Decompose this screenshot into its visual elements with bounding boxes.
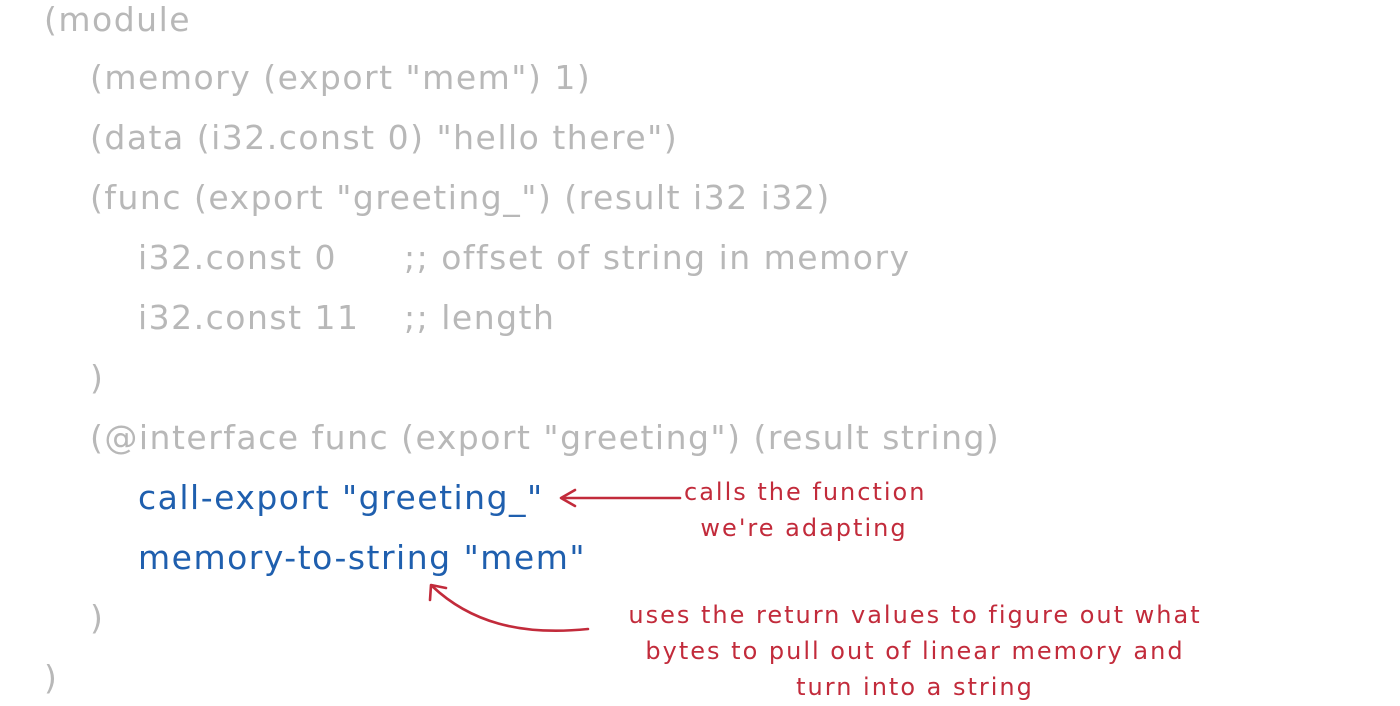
code-line-const-length: i32.const 11 (138, 298, 360, 337)
code-line-data: (data (i32.const 0) "hello there") (90, 118, 679, 157)
memory-arrow (428, 583, 590, 633)
code-line-module-open: (module (44, 0, 192, 39)
call-export-arrow (559, 488, 682, 508)
code-line-module-close: ) (44, 658, 59, 697)
code-line-memory: (memory (export "mem") 1) (90, 58, 592, 97)
code-line-interface: (@interface func (export "greeting") (re… (90, 418, 1001, 457)
memory-note-line: bytes to pull out of linear memory and (645, 637, 1185, 665)
memory-note-line: turn into a string (796, 673, 1034, 701)
code-comment-length: ;; length (404, 298, 556, 337)
code-comment-offset: ;; offset of string in memory (404, 238, 911, 277)
code-line-func: (func (export "greeting_") (result i32 i… (90, 178, 831, 217)
code-line-interface-close: ) (90, 598, 105, 637)
call-export-annotation: calls the function we're adapting (684, 474, 924, 546)
code-line-call-export: call-export "greeting_" (138, 478, 544, 517)
memory-annotation: uses the return values to figure out wha… (612, 597, 1218, 705)
call-export-note-line: we're adapting (700, 514, 908, 542)
code-line-const-offset: i32.const 0 (138, 238, 338, 277)
code-line-memory-to-string: memory-to-string "mem" (138, 538, 587, 577)
call-export-note-line: calls the function (684, 478, 927, 506)
memory-note-line: uses the return values to figure out wha… (628, 601, 1202, 629)
code-line-func-close: ) (90, 358, 105, 397)
